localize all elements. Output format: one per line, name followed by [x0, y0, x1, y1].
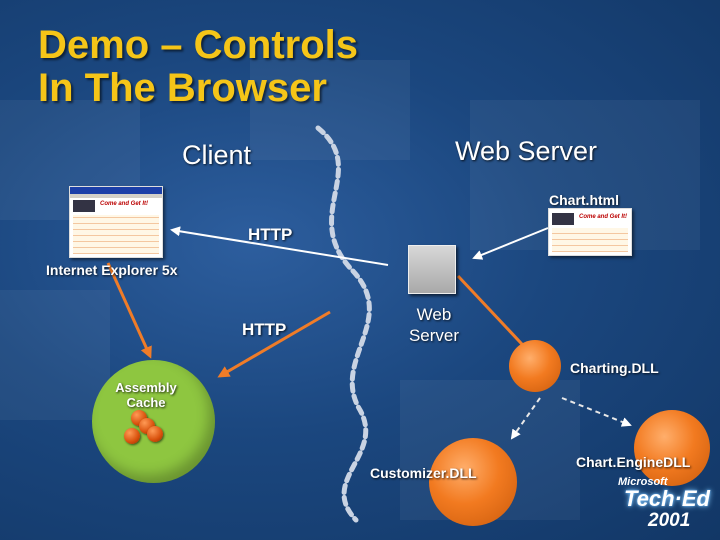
client-heading: Client: [182, 140, 252, 170]
html-page-icon: Come and Get It!: [548, 208, 632, 256]
chart-html-arrow: [472, 227, 549, 260]
customizer-dll-label: Customizer.DLL: [370, 465, 477, 481]
http-label-bottom: HTTP: [242, 320, 287, 339]
charting-to-customizer-arrow: [510, 397, 541, 440]
http-download-arrow: [217, 310, 331, 378]
slide-title-line-2: In The Browser: [38, 66, 327, 110]
web-server-label: Web Server: [404, 304, 464, 346]
slide-title-line-1: Demo – Controls: [38, 23, 359, 67]
browser-window-icon: Come and Get It!: [69, 186, 163, 258]
customizer-dll-sphere: [429, 438, 517, 526]
cached-assembly-icon: [124, 428, 140, 444]
charting-to-engine-arrow: [561, 397, 632, 427]
web-server-heading: Web Server: [455, 136, 598, 166]
web-server-label-line-1: Web: [416, 305, 452, 324]
teched-2001-logo: Microsoft Tech·Ed 2001: [614, 476, 710, 534]
chart-html-label: Chart.html: [549, 192, 619, 208]
browser-to-cache-arrow: [106, 262, 152, 359]
chart-engine-dll-sphere: [634, 410, 710, 486]
charting-dll-sphere: [509, 340, 561, 392]
cached-assembly-icon: [147, 426, 163, 442]
background-tile: [0, 290, 110, 420]
client-server-divider: [315, 125, 372, 523]
web-server-label-line-2: Server: [408, 326, 460, 345]
logo-year: 2001: [648, 510, 691, 531]
http-label-top: HTTP: [248, 225, 293, 244]
logo-event: Tech·Ed: [624, 486, 710, 511]
http-request-arrow: [170, 226, 389, 266]
assembly-cache-label-line-1: Assembly: [115, 380, 177, 395]
logo-company: Microsoft: [618, 476, 668, 488]
charting-dll-label: Charting.DLL: [570, 360, 659, 376]
server-icon: [408, 245, 456, 294]
assembly-cache-label-line-2: Cache: [126, 395, 166, 410]
slide-title: Demo – Controls In The Browser: [38, 24, 358, 110]
chart-engine-dll-label: Chart.EngineDLL: [576, 454, 691, 470]
assembly-cache-label: Assembly Cache: [110, 380, 182, 410]
internet-explorer-label: Internet Explorer 5x: [46, 262, 178, 278]
